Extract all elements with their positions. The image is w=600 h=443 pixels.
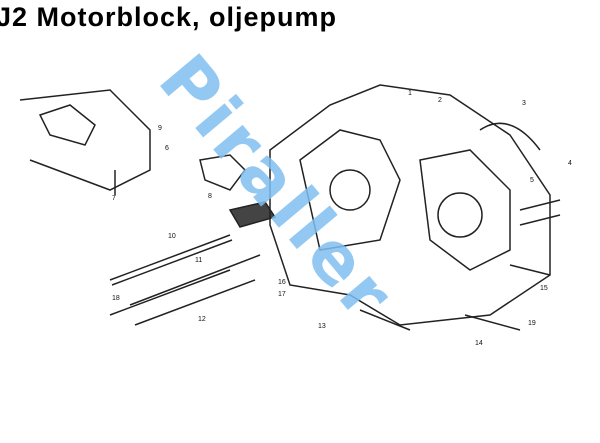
part-number-labels: 1 2 3 4 5 6 7 8 9 10 11 12 13 14 15 16 1… xyxy=(112,90,572,347)
bolts-right xyxy=(359,199,561,331)
oil-strainer-screen xyxy=(228,201,277,228)
part-label-9: 9 xyxy=(158,125,162,132)
part-label-6: 6 xyxy=(165,145,169,152)
part-label-11: 11 xyxy=(195,257,202,264)
part-label-16: 16 xyxy=(278,279,286,286)
part-label-18: 18 xyxy=(112,295,120,302)
part-label-4: 4 xyxy=(568,160,572,167)
part-label-7: 7 xyxy=(112,195,116,202)
part-label-3: 3 xyxy=(522,100,526,107)
part-label-17: 17 xyxy=(278,291,286,298)
part-label-12: 12 xyxy=(198,316,206,323)
part-label-2: 2 xyxy=(438,97,442,104)
part-label-5: 5 xyxy=(530,177,534,184)
part-label-15: 15 xyxy=(540,285,548,292)
part-label-14: 14 xyxy=(475,340,483,347)
part-label-8: 8 xyxy=(208,193,212,200)
part-label-10: 10 xyxy=(168,233,176,240)
stud-bolts xyxy=(109,234,261,326)
oil-pump-assembly xyxy=(19,89,246,195)
part-label-1: 1 xyxy=(408,90,412,97)
part-label-19: 19 xyxy=(528,320,536,327)
part-label-13: 13 xyxy=(318,323,326,330)
diagram-title: J2 Motorblock, oljepump xyxy=(0,2,338,32)
